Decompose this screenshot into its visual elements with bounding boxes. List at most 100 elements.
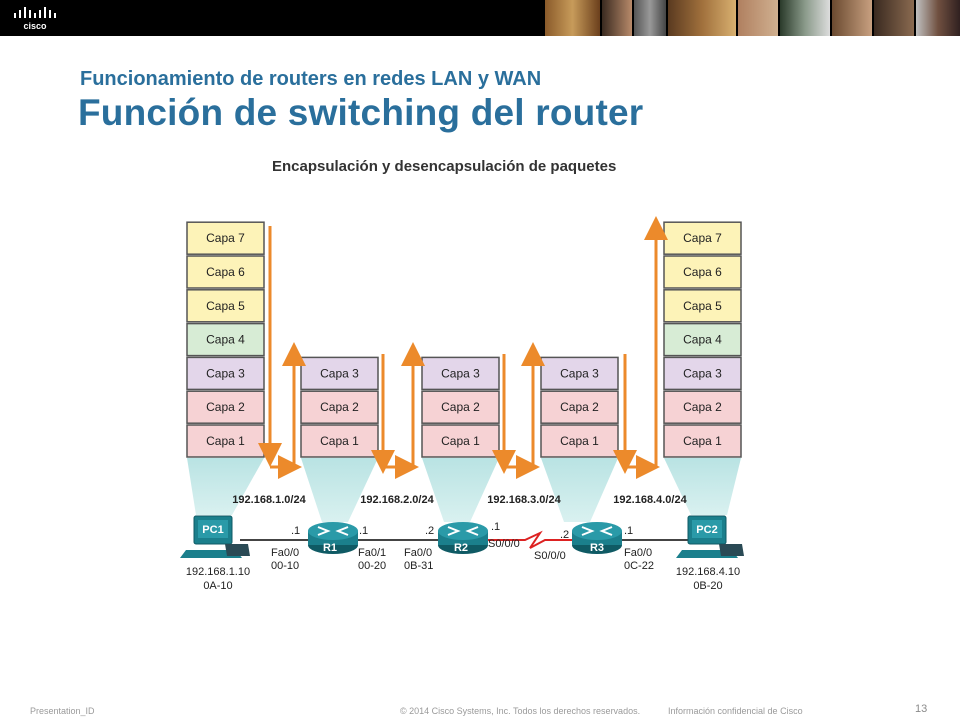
network-label-2: 192.168.2.0/24: [360, 494, 434, 506]
header-photo: [602, 0, 632, 36]
layer-box: [300, 390, 379, 424]
r3-left-if: S0/0/0: [534, 550, 566, 562]
layer-label: Capa 2: [206, 400, 245, 414]
layer-box: [421, 356, 500, 391]
header-photo: [634, 0, 666, 36]
beam-r2: [422, 458, 499, 522]
layer-label: Capa 2: [320, 400, 359, 414]
layer-box: [186, 390, 265, 424]
page-number: 13: [915, 703, 928, 715]
pc1-ip: 192.168.1.10: [186, 566, 250, 578]
pc2-device: PC2: [676, 515, 744, 558]
layer-label: Capa 3: [320, 366, 359, 380]
layer-label: Capa 3: [441, 366, 480, 380]
layer-label: Capa 3: [683, 366, 722, 380]
links: [240, 530, 690, 549]
r3-router: R3: [572, 522, 622, 554]
pc2-ip: 192.168.4.10: [676, 566, 740, 578]
layer-label: Capa 7: [206, 231, 245, 245]
figure-title: Encapsulación y desencapsulación de paqu…: [272, 158, 617, 175]
footer-copyright: © 2014 Cisco Systems, Inc. Todos los der…: [400, 706, 641, 716]
r1-right-mac: 00-20: [358, 560, 386, 572]
layer-label: Capa 1: [206, 434, 245, 448]
beam-r1: [301, 458, 378, 522]
network-label-4: 192.168.4.0/24: [613, 494, 687, 506]
layer-label: Capa 5: [683, 299, 722, 313]
layer-label: Capa 5: [206, 299, 245, 313]
layer-box: [540, 390, 619, 424]
layer-label: Capa 4: [683, 333, 722, 347]
r1-left-if: Fa0/0: [271, 547, 299, 559]
footer-presentation-id: Presentation_ID: [30, 706, 95, 716]
slide-subtitle: Funcionamiento de routers en redes LAN y…: [80, 68, 542, 90]
layer-box: [663, 356, 742, 391]
layer-label: Capa 6: [206, 265, 245, 279]
header-photo: [874, 0, 914, 36]
layer-label: Capa 3: [560, 366, 599, 380]
footer-confidential: Información confidencial de Cisco: [668, 706, 803, 716]
layer-label: Capa 3: [206, 366, 245, 380]
header-photo: [668, 0, 736, 36]
r1-router: R1: [308, 522, 358, 554]
layer-label: Capa 4: [206, 333, 245, 347]
r3-right-host: .1: [624, 525, 633, 537]
layer-box: [300, 424, 379, 458]
layer-label: Capa 6: [683, 265, 722, 279]
r2-right-if: S0/0/0: [488, 538, 520, 550]
layer-label: Capa 1: [683, 434, 722, 448]
layer-box: [186, 322, 265, 357]
r1-right-if: Fa0/1: [358, 547, 386, 559]
pc2-label: PC2: [696, 524, 717, 536]
r3-left-host: .2: [560, 529, 569, 541]
layer-box: [421, 390, 500, 424]
r3-label: R3: [590, 542, 604, 554]
r1-left-host: .1: [291, 525, 300, 537]
header-photo: [916, 0, 960, 36]
r1-label: R1: [323, 542, 337, 554]
layer-box: [540, 356, 619, 391]
header-photo: [780, 0, 830, 36]
pc1-label: PC1: [202, 524, 223, 536]
r2-right-host: .1: [491, 521, 500, 533]
r2-left-host: .2: [425, 525, 434, 537]
link-r2-r3-serial: [486, 530, 574, 549]
layer-label: Capa 2: [441, 400, 480, 414]
layer-label: Capa 7: [683, 231, 722, 245]
header-bar: cisco: [0, 0, 960, 36]
r2-left-if: Fa0/0: [404, 547, 432, 559]
beams: [187, 458, 741, 522]
header-photo: [545, 0, 600, 36]
pc1-device: PC1: [180, 515, 250, 558]
r2-label: R2: [454, 542, 468, 554]
layer-box: [186, 255, 265, 289]
cisco-logo-icon: cisco: [14, 7, 56, 31]
slide-title: Función de switching del router: [78, 92, 644, 133]
header-photo: [738, 0, 778, 36]
network-label-1: 192.168.1.0/24: [232, 494, 306, 506]
network-label-3: 192.168.3.0/24: [487, 494, 561, 506]
layer-label: Capa 2: [560, 400, 599, 414]
layer-box: [663, 322, 742, 357]
brand-text: cisco: [23, 21, 47, 31]
layer-box: [300, 356, 379, 391]
layer-box: [186, 424, 265, 458]
layer-box: [540, 424, 619, 458]
r2-router: R2: [438, 522, 488, 554]
r1-right-host: .1: [359, 525, 368, 537]
layer-box: [186, 221, 265, 255]
layer-box: [663, 221, 742, 255]
layer-box: [421, 424, 500, 458]
layer-box: [186, 289, 265, 323]
header-photo: [832, 0, 872, 36]
packet-arrows: [258, 216, 668, 479]
layer-stacks: Capa 7 Capa 6 Capa 5 Capa 4 Capa 3 Capa 2 Capa…: [186, 221, 742, 458]
layer-label: Capa 1: [560, 434, 599, 448]
r2-left-mac: 0B-31: [404, 560, 433, 572]
r3-right-mac: 0C-22: [624, 560, 654, 572]
layer-label: Capa 1: [320, 434, 359, 448]
pc2-mac: 0B-20: [693, 580, 722, 592]
r3-right-if: Fa0/0: [624, 547, 652, 559]
beam-pc2: [664, 458, 741, 515]
beam-r3: [541, 458, 618, 522]
